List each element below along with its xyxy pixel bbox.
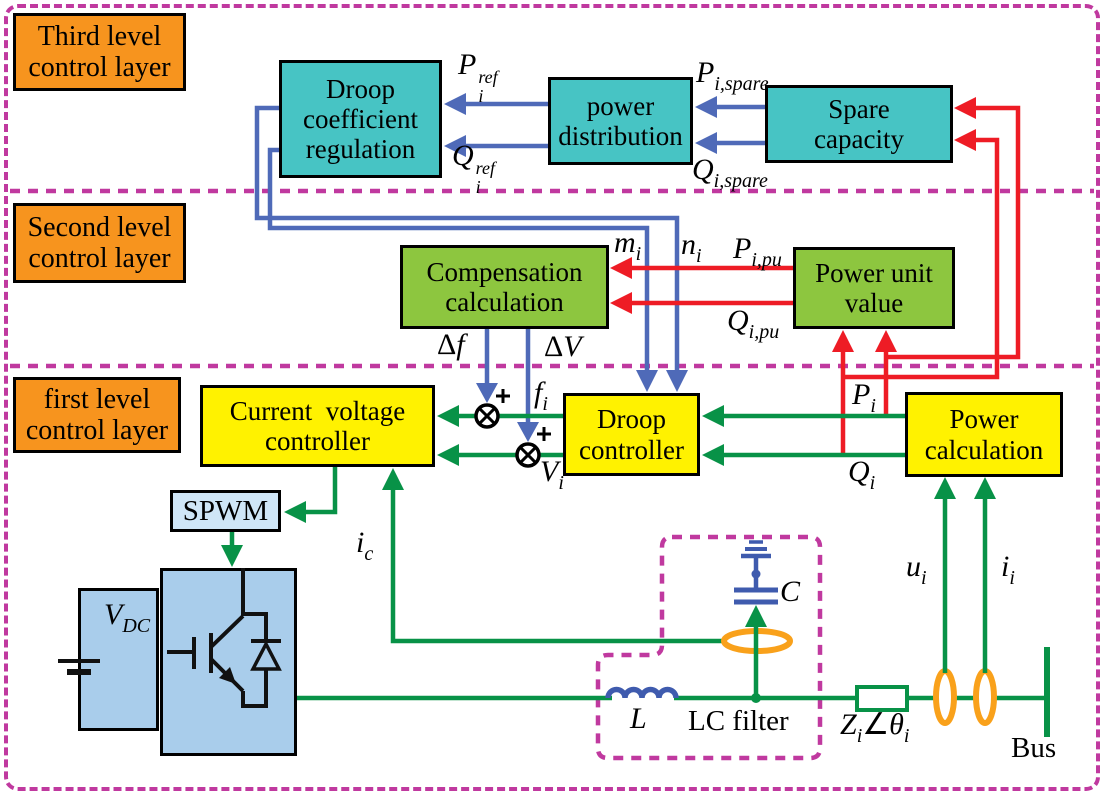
label-q-pu: Qi,pu <box>727 304 780 343</box>
label-m-i: mi <box>614 226 642 265</box>
label-p-i: Pi <box>852 378 876 417</box>
first-level-layer-label: first level control layer <box>13 377 181 453</box>
power-distribution-block: power distribution <box>548 77 693 165</box>
label-i-i: ii <box>1001 550 1015 589</box>
label-z-theta: Zi∠θi <box>840 708 910 747</box>
capacitor-symbol <box>734 540 778 605</box>
red-arrowheads <box>610 97 976 352</box>
second-level-layer-label: Second level control layer <box>13 203 186 283</box>
label-f-i: fi <box>534 376 548 415</box>
label-q-spare: Qi,spare <box>692 153 768 192</box>
inductor-symbol <box>605 686 679 699</box>
green-sensor-arrowheads <box>745 477 996 703</box>
power-unit-value-block: Power unit value <box>793 247 955 329</box>
compensation-calculation-block: Compensation calculation <box>400 245 609 329</box>
label-lc-filter: LC filter <box>688 705 789 737</box>
label-bus: Bus <box>1011 732 1057 764</box>
outer-dashed-border <box>4 4 1100 791</box>
green-arrowheads <box>221 405 724 567</box>
blue-reference-lines <box>254 101 765 426</box>
line-current-sensor <box>973 668 997 726</box>
igbt-diode-symbol <box>167 568 282 708</box>
droop-coefficient-regulation-block: Droop coefficient regulation <box>279 60 442 178</box>
third-level-layer-label: Third level control layer <box>13 13 186 91</box>
line-impedance-symbol <box>855 685 909 712</box>
label-p-pu: Pi,pu <box>733 232 782 271</box>
label-v-i: Vi <box>540 455 564 494</box>
label-inductor: L <box>630 702 647 735</box>
blue-arrowheads <box>444 93 717 442</box>
label-capacitor: C <box>780 575 801 608</box>
label-p-spare: Pi,spare <box>696 56 769 95</box>
summing-junction-v <box>515 427 551 468</box>
voltage-sensor <box>933 668 957 726</box>
label-v-dc: VDC <box>104 598 151 637</box>
droop-controller-block: Droop controller <box>563 393 700 476</box>
battery-symbol <box>58 659 100 675</box>
label-i-c: ic <box>356 526 374 565</box>
current-voltage-controller-block: Current voltage controller <box>200 385 435 467</box>
layer-separator-lines <box>10 188 1094 369</box>
green-sensor-branches <box>753 495 988 698</box>
summing-junction-f <box>474 389 510 429</box>
red-measurement-lines <box>626 105 1021 455</box>
label-q-i: Qi <box>848 455 876 494</box>
label-delta-v: ΔV <box>544 330 582 363</box>
dc-source-box <box>78 588 159 731</box>
label-u-i: ui <box>906 550 927 589</box>
spare-capacity-block: Spare capacity <box>765 85 953 163</box>
label-delta-f: Δf <box>437 328 465 361</box>
spwm-block: SPWM <box>170 490 281 532</box>
label-n-i: ni <box>681 228 702 267</box>
current-sensors <box>721 628 997 726</box>
power-calculation-block: Power calculation <box>905 392 1063 477</box>
